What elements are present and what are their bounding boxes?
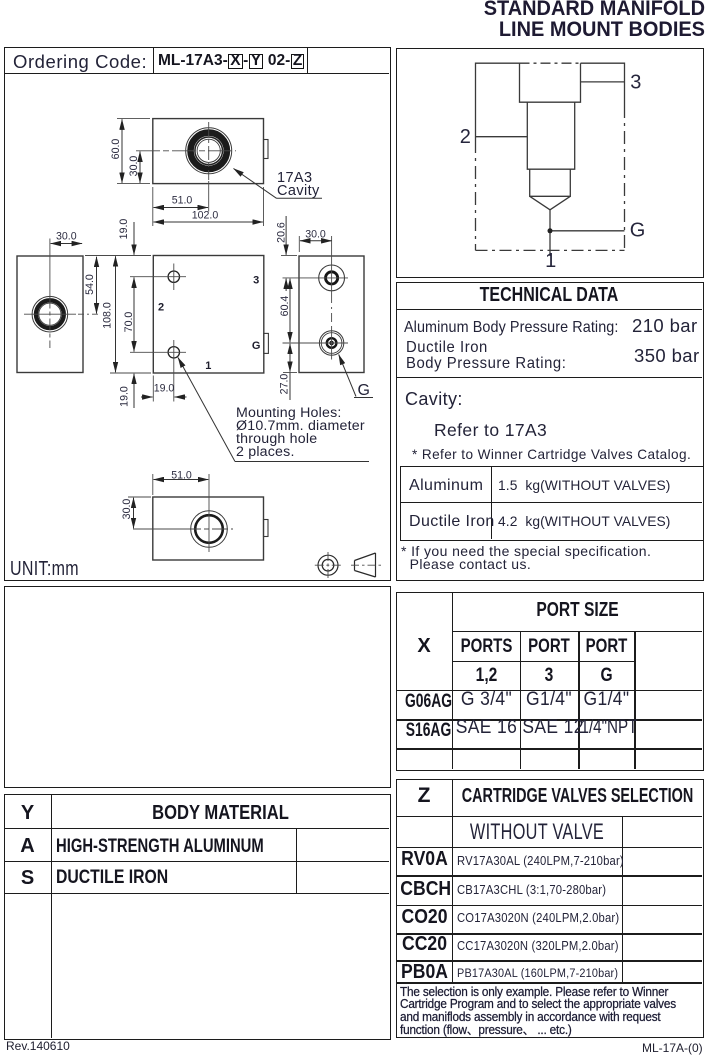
- svg-text:108.0: 108.0: [102, 302, 114, 329]
- svg-text:60.0: 60.0: [110, 139, 122, 160]
- svg-text:51.0: 51.0: [172, 195, 193, 207]
- svg-text:3: 3: [253, 275, 259, 287]
- svg-text:30.0: 30.0: [56, 231, 77, 243]
- svg-text:20.6: 20.6: [276, 222, 288, 243]
- svg-text:19.0: 19.0: [119, 386, 131, 407]
- svg-text:2: 2: [460, 126, 471, 148]
- svg-text:27.0: 27.0: [279, 374, 291, 395]
- svg-text:19.0: 19.0: [154, 383, 175, 395]
- svg-text:51.0: 51.0: [171, 470, 192, 482]
- svg-text:30.0: 30.0: [121, 499, 133, 520]
- svg-text:G: G: [630, 220, 646, 242]
- svg-text:70.0: 70.0: [123, 312, 135, 333]
- svg-text:30.0: 30.0: [305, 229, 326, 241]
- svg-text:102.0: 102.0: [192, 210, 219, 222]
- svg-text:54.0: 54.0: [84, 274, 96, 295]
- svg-text:2: 2: [158, 302, 164, 314]
- svg-text:19.0: 19.0: [118, 219, 130, 240]
- svg-text:60.4: 60.4: [279, 296, 291, 317]
- svg-text:3: 3: [630, 72, 641, 94]
- svg-text:30.0: 30.0: [128, 156, 140, 177]
- svg-text:G: G: [252, 340, 261, 352]
- svg-text:G: G: [358, 382, 371, 399]
- svg-text:1: 1: [205, 360, 211, 372]
- svg-text:1: 1: [545, 250, 556, 272]
